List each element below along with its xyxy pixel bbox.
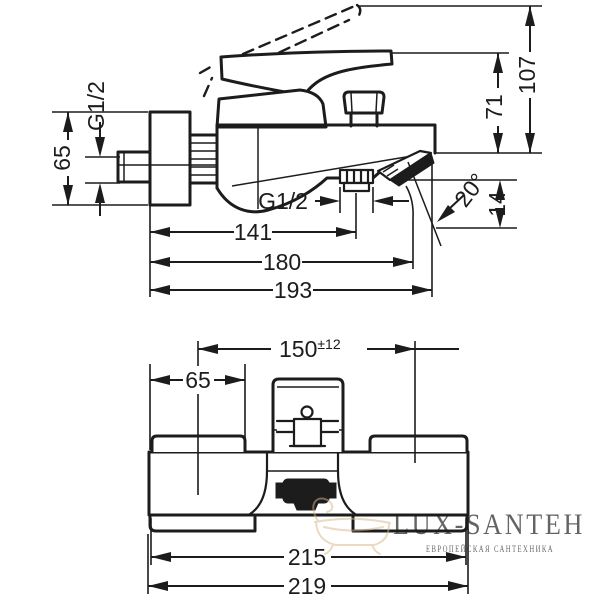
dim-depth-to-aerator: 141: [149, 193, 357, 297]
dim-body-width-label: 215: [288, 544, 326, 570]
lever-raised-dashed-outline: [198, 3, 362, 98]
side-view: 65 G1/2 G1/2 141: [49, 3, 542, 303]
dim-handle-height-label: 71: [481, 94, 507, 120]
dim-flange-height-label: 65: [49, 145, 75, 171]
aerator-front: [275, 478, 337, 511]
dim-wall-thread: G1/2: [83, 81, 120, 216]
dim-depth-to-outlet: 180: [150, 185, 414, 275]
diverter-knob: [342, 90, 386, 128]
inlet-stub: [116, 150, 217, 184]
watermark-subtitle: ЕВРОПЕЙСКАЯ САНТЕХНИКА: [426, 543, 554, 555]
dim-wall-thread-label: G1/2: [83, 81, 109, 131]
lever-housing: [215, 88, 328, 129]
dim-spray-drop-label: 14: [484, 191, 510, 217]
dim-escutcheon-width: 65: [149, 364, 246, 450]
aerator: [338, 168, 375, 193]
spout-front: [248, 451, 357, 516]
union-nut: [188, 133, 219, 185]
dim-overall-width: 219: [147, 517, 469, 599]
dim-spray-angle: 20°: [437, 168, 491, 222]
dim-depth-to-aerator-label: 141: [234, 219, 272, 245]
dim-overall-depth: 193: [150, 158, 433, 303]
front-view: 150±12 65 215 219: [147, 336, 470, 599]
dim-handle-height: 71 107: [357, 5, 542, 154]
dim-escutcheon-width-label: 65: [185, 367, 211, 393]
dim-connection-centers-label: 150±12: [279, 336, 341, 362]
dim-raised-handle-height-label: 107: [514, 56, 540, 94]
dim-spout-thread: G1/2: [258, 187, 409, 214]
diverter-front: [275, 405, 340, 448]
dim-connection-centers: 150±12: [197, 336, 459, 495]
shower-outlet: [376, 149, 442, 247]
watermark: LUX-SANTEH ЕВРОПЕЙСКАЯ САНТЕХНИКА: [312, 497, 585, 555]
bathtub-icon: [312, 497, 391, 555]
left-bottom-strip: [148, 513, 257, 533]
spout: [215, 176, 342, 214]
dim-body-width: 215: [150, 518, 467, 570]
right-escutcheon-top: [368, 434, 469, 454]
dim-spray-drop: 14: [398, 179, 517, 229]
dim-overall-depth-label: 193: [274, 277, 312, 303]
mixer-body: [215, 123, 437, 214]
watermark-title: LUX-SANTEH: [393, 508, 585, 541]
dim-depth-to-outlet-label: 180: [263, 249, 301, 275]
dim-overall-width-label: 219: [288, 573, 326, 599]
lever-handle: [219, 49, 394, 98]
dim-spout-thread-label: G1/2: [258, 188, 308, 214]
wall-flange: [148, 110, 192, 207]
